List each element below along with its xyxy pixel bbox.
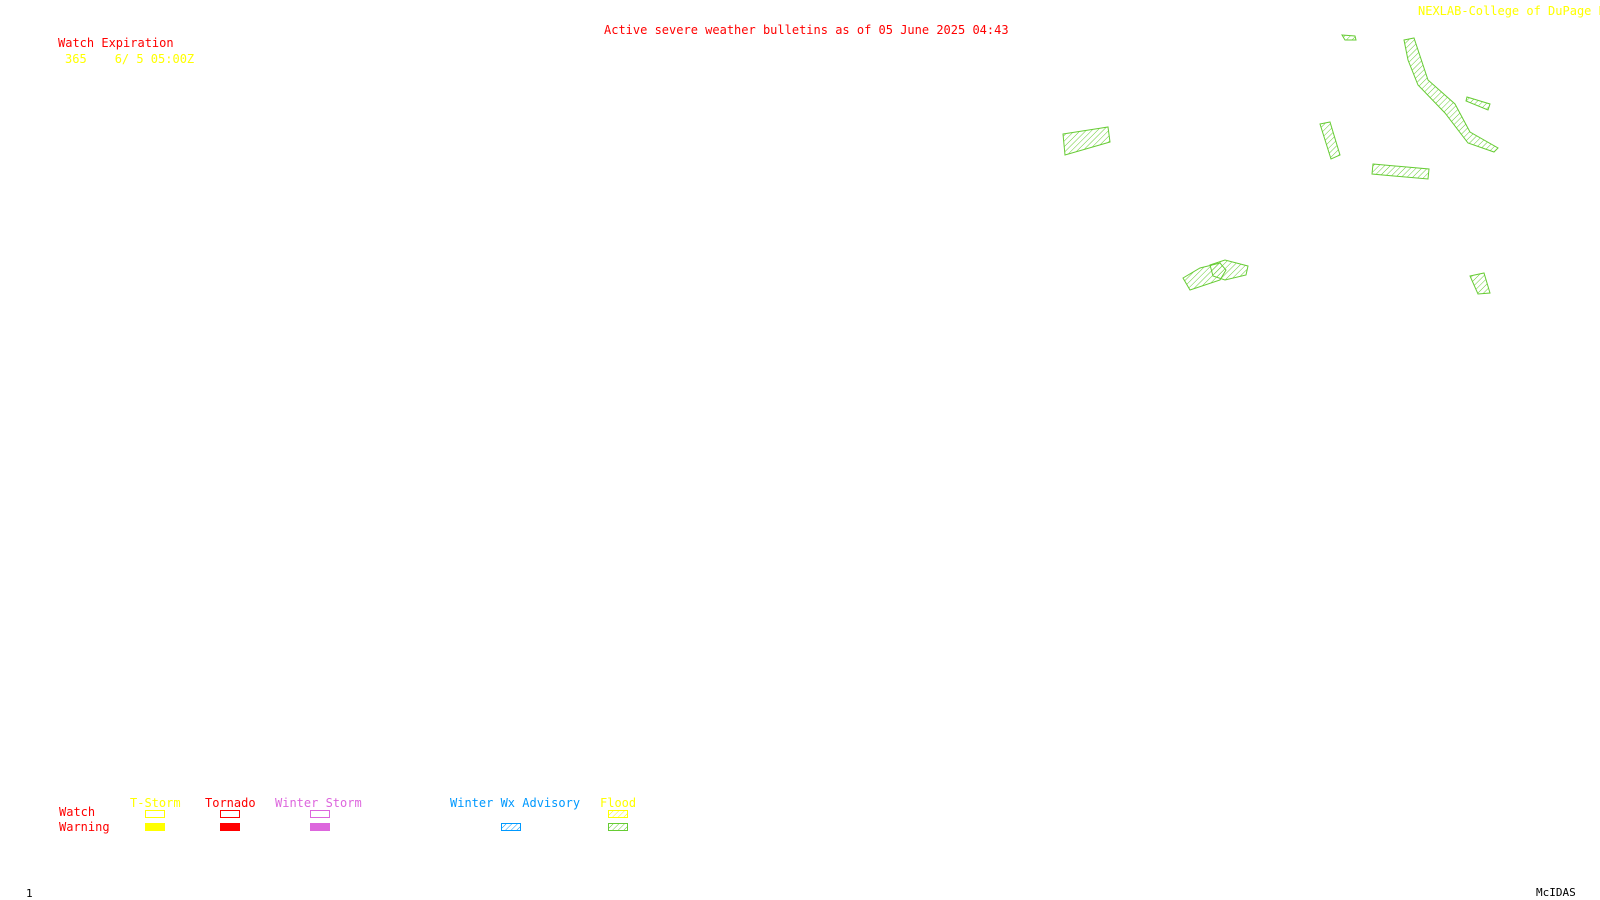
flood-warning-polygon — [1209, 259, 1249, 281]
legend-winter-wx-advisory-swatch — [501, 823, 521, 831]
legend-tornado-watch-swatch — [220, 810, 240, 818]
frame-number: 1 — [26, 887, 33, 900]
legend-winter-storm-label: Winter Storm — [275, 796, 362, 810]
legend-watch-label: Watch — [59, 805, 96, 819]
bulletin-title: Active severe weather bulletins as of 05… — [604, 23, 1009, 37]
watch-number: 365 — [65, 52, 87, 66]
legend-tornado-label: Tornado — [205, 796, 256, 810]
legend-winter-storm-warning-swatch — [310, 823, 330, 831]
legend-warning-label: Warning — [59, 820, 110, 834]
watch-expiry-time: 6/ 5 05:00Z — [114, 52, 195, 66]
watch-expiration-title: Watch Expiration — [58, 36, 174, 50]
legend-tstorm-label: T-Storm — [130, 796, 181, 810]
legend-tstorm-warning-swatch — [145, 823, 165, 831]
credit-label: NEXLAB-College of DuPage R — [1418, 4, 1600, 18]
flood-warning-polygon — [1403, 37, 1499, 153]
watch-expiration-row: 365 6/ 5 05:00Z — [65, 53, 194, 65]
legend-flood-warning-swatch — [608, 823, 628, 831]
software-label: McIDAS — [1536, 886, 1576, 899]
legend-flood-label: Flood — [600, 796, 637, 810]
flood-warning-polygon — [1371, 163, 1430, 180]
legend-winter-wx-advisory-label: Winter Wx Advisory — [450, 796, 581, 810]
flood-warning-polygon — [1062, 126, 1111, 156]
flood-warning-polygon — [1465, 96, 1491, 111]
flood-warning-polygon — [1319, 121, 1341, 160]
legend-tornado-warning-swatch — [220, 823, 240, 831]
flood-warning-polygon — [1469, 272, 1491, 295]
legend-tstorm-watch-swatch — [145, 810, 165, 818]
legend-flood-watch-swatch — [608, 810, 628, 818]
flood-warning-polygon — [1341, 34, 1357, 41]
legend-winter-storm-watch-swatch — [310, 810, 330, 818]
